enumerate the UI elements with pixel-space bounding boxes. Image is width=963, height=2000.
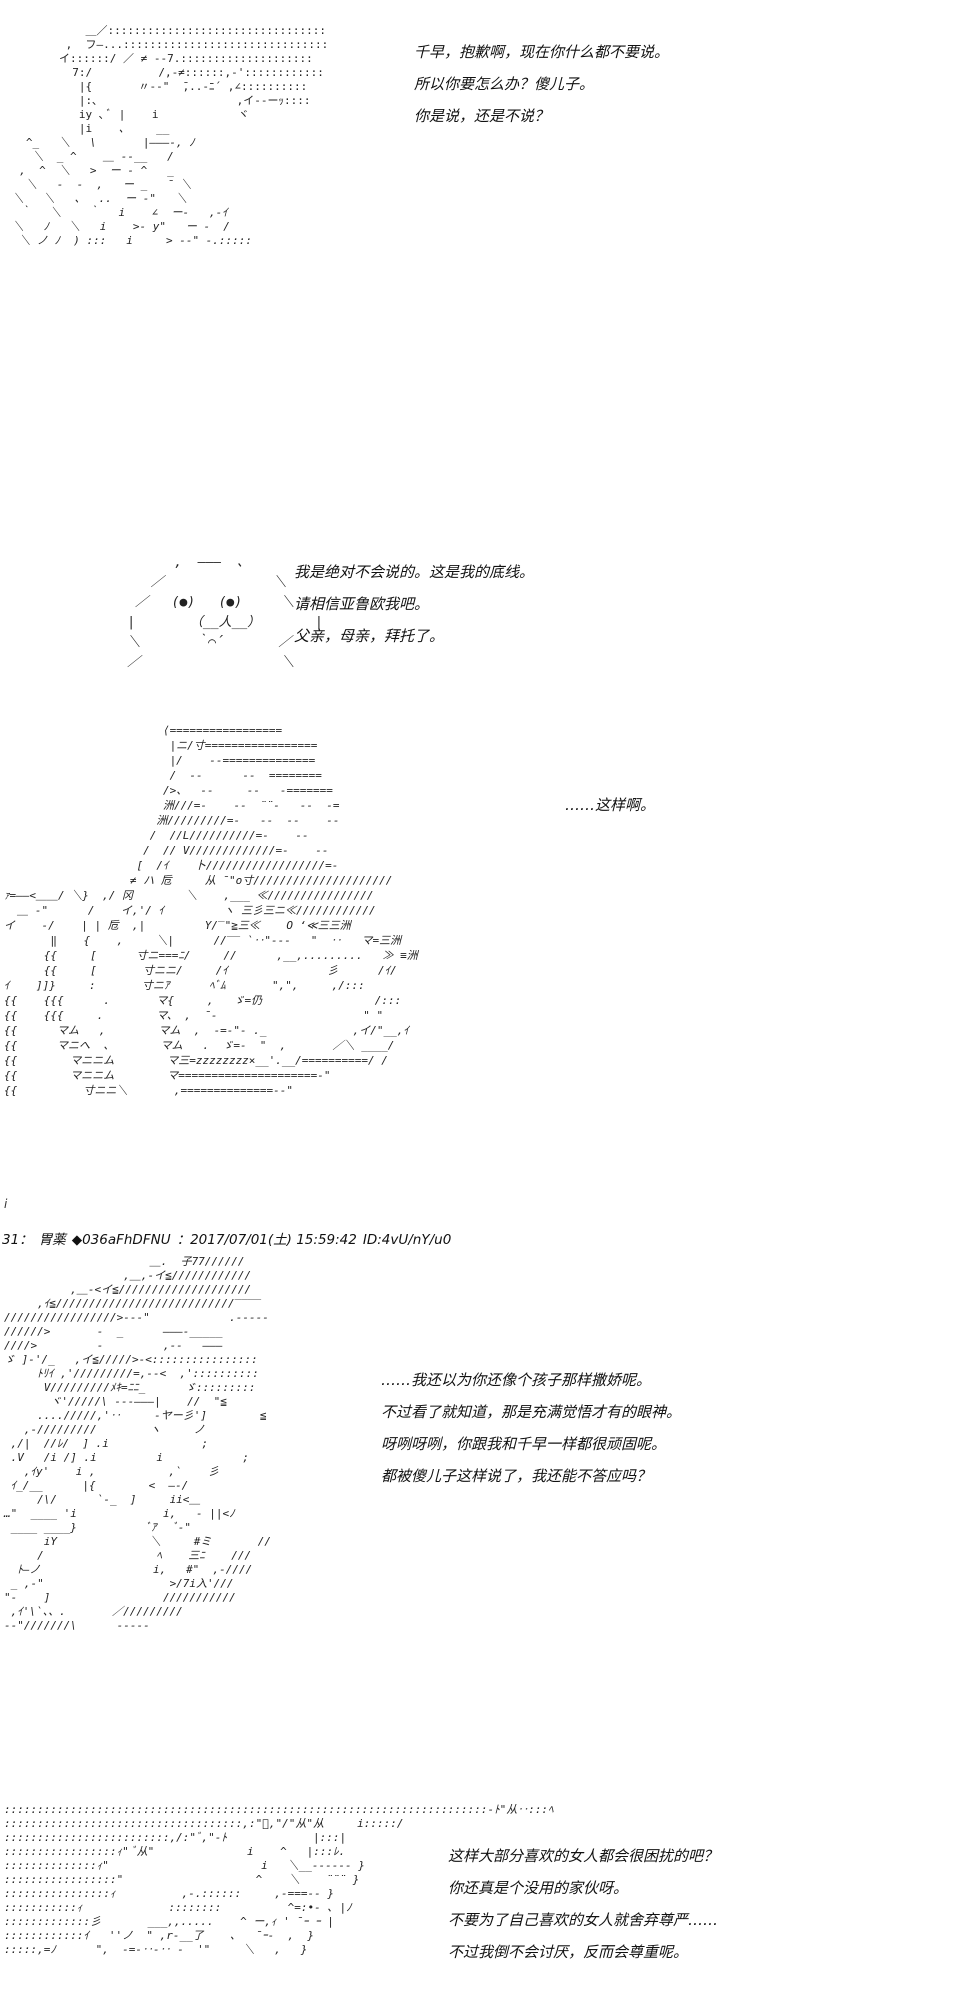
dialogue-line: 不要为了自己喜欢的女人就舍弃尊严……: [448, 1911, 719, 1929]
separator-mark: i: [4, 1197, 8, 1211]
ascii-art-2: , ――― 、 ／ ＼ ／ (●) (●) ＼ | （__人__） | ＼ ｀⌒…: [127, 555, 323, 670]
dialogue-line: 都被傻儿子这样说了，我还能不答应吗？: [381, 1467, 652, 1485]
dialogue-line: ……这样啊。: [565, 796, 656, 814]
dialogue-2: 我是绝对不会说的。这是我的底线。 请相信亚鲁欧我吧。 父亲，母亲，拜托了。: [294, 556, 534, 652]
dialogue-line: 不过看了就知道，那是充满觉悟才有的眼神。: [381, 1403, 682, 1421]
post-id: ID:4vU/nY/u0: [362, 1232, 452, 1248]
dialogue-5: 这样大部分喜欢的女人都会很困扰的吧？ 你还真是个没用的家伙呀。 不要为了自己喜欢…: [448, 1840, 718, 1968]
ascii-art-5: ::::::::::::::::::::::::::::::::::::::::…: [4, 1803, 554, 1956]
dialogue-line: 千早，抱歉啊，现在你什么都不要说。: [414, 43, 670, 61]
dialogue-line: 请相信亚鲁欧我吧。: [294, 595, 430, 613]
dialogue-line: 你是说，还是不说？: [414, 107, 550, 125]
dialogue-line: 这样大部分喜欢的女人都会很困扰的吧？: [448, 1847, 719, 1865]
ascii-art-1: ＿／::::::::::::::::::::::::::::::::: , フ―…: [12, 24, 329, 247]
post-trip: ◆036aFhDFNU: [71, 1232, 171, 1248]
dialogue-4: ……我还以为你还像个孩子那样撒娇呢。 不过看了就知道，那是充满觉悟才有的眼神。 …: [381, 1364, 681, 1492]
dialogue-line: 你还真是个没用的家伙呀。: [448, 1879, 629, 1897]
dialogue-1: 千早，抱歉啊，现在你什么都不要说。 所以你要怎么办？傻儿子。 你是说，还是不说？: [414, 36, 669, 132]
post-number: 31：: [2, 1232, 33, 1248]
dialogue-line: 所以你要怎么办？傻儿子。: [414, 75, 595, 93]
dialogue-line: 父亲，母亲，拜托了。: [294, 627, 445, 645]
ascii-art-4: ＿. 子77////// ,＿,-イ≦//////////// ,＿-<イ≦//…: [4, 1255, 272, 1632]
post-date: ：2017/07/01(土) 15:59:42: [176, 1232, 357, 1248]
dialogue-3: ……这样啊。: [565, 789, 655, 821]
dialogue-line: 我是绝对不会说的。这是我的底线。: [294, 563, 535, 581]
dialogue-line: 呀咧呀咧，你跟我和千早一样都很顽固呢。: [381, 1435, 667, 1453]
dialogue-line: 不过我倒不会讨厌，反而会尊重呢。: [448, 1943, 689, 1961]
dialogue-line: ……我还以为你还像个孩子那样撒娇呢。: [381, 1371, 652, 1389]
post-author-name: 胃薬: [38, 1232, 66, 1248]
post-header: 31： 胃薬 ◆036aFhDFNU ：2017/07/01(土) 15:59:42 I…: [2, 1228, 457, 1248]
ascii-art-3: ⟨================= |ニ/寸=================…: [4, 724, 418, 1097]
